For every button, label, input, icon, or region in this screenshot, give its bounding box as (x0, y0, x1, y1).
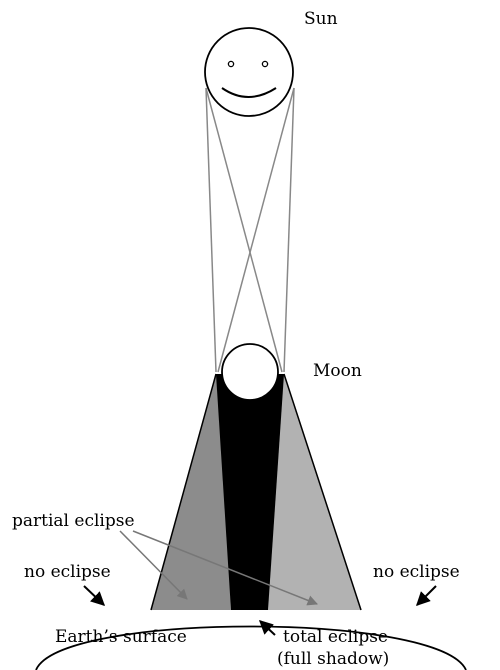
partial-eclipse-label: partial eclipse (12, 511, 135, 531)
total-eclipse-label: total eclipse (283, 627, 388, 647)
moon-icon (222, 344, 278, 400)
sun-icon (205, 28, 293, 116)
no-eclipse-right-arrow (417, 586, 436, 605)
penumbra-right (268, 374, 361, 610)
full-shadow-label: (full shadow) (277, 649, 389, 669)
no-eclipse-right-label: no eclipse (373, 562, 460, 582)
no-eclipse-left-label: no eclipse (24, 562, 111, 582)
moon-label: Moon (313, 361, 362, 381)
earth-surface-label: Earth’s surface (55, 627, 187, 647)
sun-label: Sun (304, 9, 338, 29)
no-eclipse-left-arrow (84, 586, 104, 605)
sun-rays (206, 88, 294, 372)
